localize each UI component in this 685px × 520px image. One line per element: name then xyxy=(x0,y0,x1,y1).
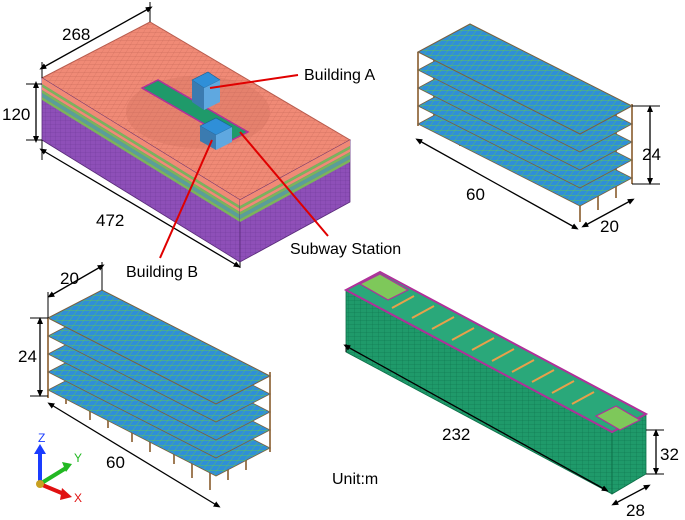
dim-building-a-width: 20 xyxy=(600,217,619,236)
label-building-b: Building B xyxy=(126,264,198,281)
label-building-a: Building A xyxy=(304,67,375,84)
soil-right-face xyxy=(239,139,351,263)
leader-building-b xyxy=(159,139,213,259)
dim-station-height: 32 xyxy=(660,445,679,464)
dim-soil-width: 268 xyxy=(62,25,90,44)
dim-soil-length: 472 xyxy=(96,211,124,230)
axis-x-label: X xyxy=(74,491,82,505)
dim-building-b-height: 24 xyxy=(18,347,37,366)
dim-building-a-height: 24 xyxy=(642,145,661,164)
unit-label: Unit:m xyxy=(332,471,378,488)
dim-soil-depth: 120 xyxy=(2,105,30,124)
axis-y-label: Y xyxy=(74,451,82,465)
soil-building-b xyxy=(199,117,233,150)
axis-z-label: Z xyxy=(38,431,45,445)
building-b-model: 20 24 60 xyxy=(18,262,272,508)
label-subway-station: Subway Station xyxy=(290,241,401,258)
dim-station-width: 28 xyxy=(626,501,645,520)
building-b-roof xyxy=(46,289,272,405)
dim-building-b-width: 20 xyxy=(60,269,79,288)
dim-building-a-length: 60 xyxy=(466,185,485,204)
dim-station-length: 232 xyxy=(442,425,470,444)
station-model: 232 32 28 xyxy=(343,270,679,520)
axis-triad: Z Y X xyxy=(34,431,82,505)
soil-model: 268 120 472 xyxy=(2,2,352,268)
building-a-model: 24 60 20 xyxy=(415,23,661,236)
dim-building-b-length: 60 xyxy=(106,453,125,472)
leader-building-a xyxy=(209,74,299,89)
leader-subway-station xyxy=(239,131,329,237)
callouts: Building A Building B Subway Station xyxy=(126,67,401,281)
